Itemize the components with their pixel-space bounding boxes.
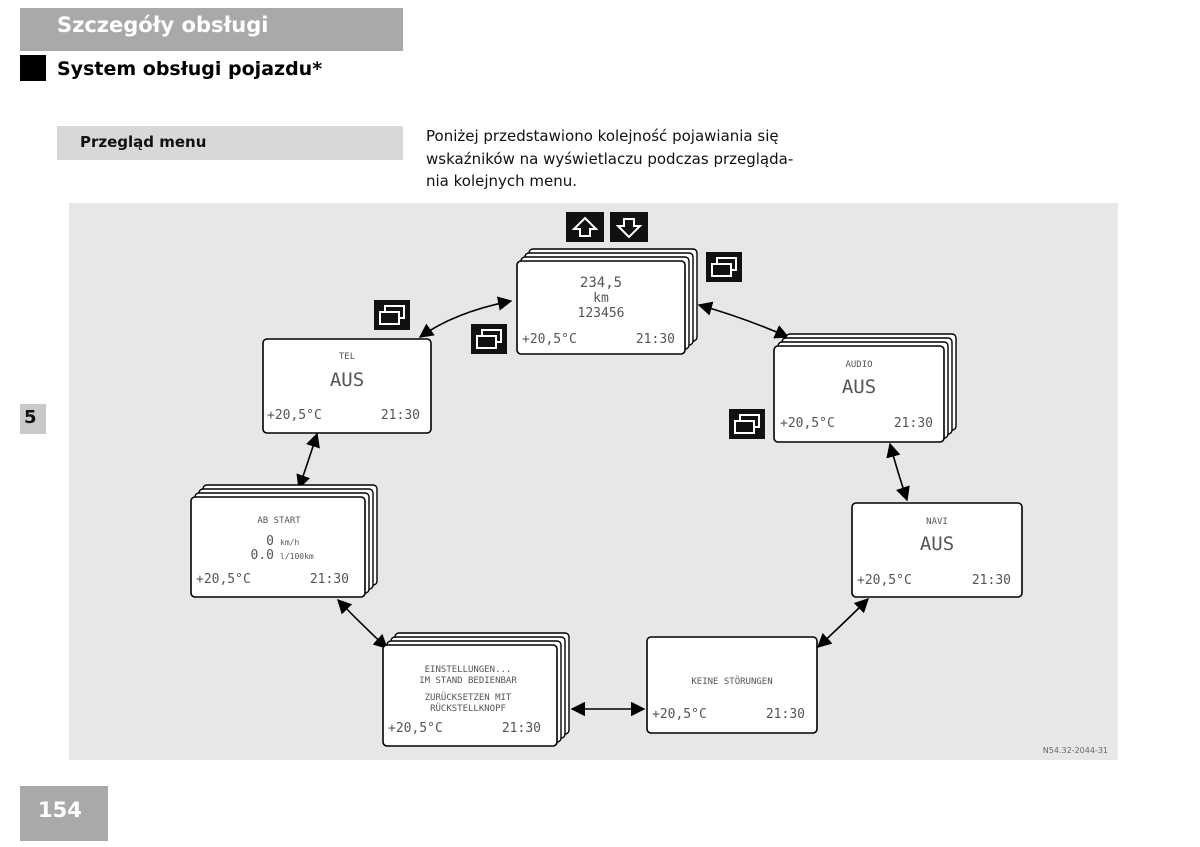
menu-button-icon: [470, 323, 508, 355]
faults-screen: KEINE STÖRUNGEN +20,5°C 21:30: [646, 636, 818, 734]
arrow-settings-abstart: [337, 598, 389, 649]
navi-value: AUS: [920, 533, 954, 555]
abstart-time: 21:30: [310, 572, 349, 587]
abstart-consumption-unit: l/100km: [280, 552, 314, 561]
abstart-consumption-value: 0.0: [251, 548, 274, 563]
arrow-audio-navi: [886, 442, 910, 502]
trip-unit: km: [593, 291, 609, 306]
chapter-tab: [20, 404, 46, 434]
abstart-speed-value: 0: [266, 534, 274, 549]
faults-temp: +20,5°C: [652, 707, 707, 722]
menu-button-icon: [373, 299, 411, 331]
menu-button-icon: [728, 408, 766, 440]
abstart-speed-unit: km/h: [280, 538, 299, 547]
subsection-bar: [57, 126, 403, 160]
intro-paragraph: Poniżej przedstawiono kolejność pojawian…: [426, 125, 794, 193]
heading-marker: [20, 55, 46, 81]
trip-distance: 234,5: [580, 275, 622, 291]
arrow-navi-faults: [816, 597, 870, 648]
menu-button-icon: [705, 251, 743, 283]
intro-line: wskaźników na wyświetlaczu podczas przeg…: [426, 149, 794, 168]
tel-screen: TEL AUS +20,5°C 21:30: [262, 338, 432, 434]
arrow-up-button-icon: [566, 212, 604, 242]
figure-code: N54.32-2044-31: [1043, 746, 1108, 755]
settings-time: 21:30: [502, 721, 541, 736]
arrow-trip-audio: [697, 301, 790, 339]
trip-temp: +20,5°C: [522, 332, 577, 347]
arrow-abstart-tel: [296, 432, 320, 490]
settings-line-1: EINSTELLUNGEN...: [425, 665, 512, 675]
subsection-title: Przegląd menu: [80, 133, 207, 151]
tel-temp: +20,5°C: [267, 408, 322, 423]
main-heading: System obsługi pojazdu*: [57, 58, 323, 80]
settings-line-2: IM STAND BEDIENBAR: [419, 676, 517, 686]
audio-value: AUS: [842, 376, 876, 398]
navi-time: 21:30: [972, 573, 1011, 588]
intro-line: Poniżej przedstawiono kolejność pojawian…: [426, 127, 779, 145]
page-number-box: [20, 786, 108, 841]
abstart-screen-stack: AB START 0 km/h 0.0 l/100km +20,5°C 21:3…: [190, 484, 378, 598]
chapter-number: 5: [24, 407, 37, 428]
settings-line-4: RÜCKSTELLKNOPF: [430, 703, 506, 714]
section-header-bar: [20, 8, 403, 51]
audio-screen-stack: AUDIO AUS +20,5°C 21:30: [773, 333, 957, 443]
abstart-label: AB START: [257, 516, 301, 526]
page-number: 154: [38, 798, 82, 822]
tel-value: AUS: [330, 369, 364, 391]
arrow-down-button-icon: [610, 212, 648, 242]
audio-time: 21:30: [894, 416, 933, 431]
audio-temp: +20,5°C: [780, 416, 835, 431]
faults-message: KEINE STÖRUNGEN: [691, 676, 772, 687]
intro-line: nia kolejnych menu.: [426, 172, 578, 190]
navi-screen: NAVI AUS +20,5°C 21:30: [851, 502, 1023, 598]
settings-screen-stack: EINSTELLUNGEN... IM STAND BEDIENBAR ZURÜ…: [382, 632, 570, 747]
audio-label: AUDIO: [845, 360, 872, 370]
settings-line-3: ZURÜCKSETZEN MIT: [425, 692, 512, 703]
tel-time: 21:30: [381, 408, 420, 423]
trip-screen-stack: 234,5 km 123456 +20,5°C 21:30: [516, 248, 698, 355]
faults-time: 21:30: [766, 707, 805, 722]
arrow-tel-trip: [418, 296, 513, 338]
navi-temp: +20,5°C: [857, 573, 912, 588]
navi-label: NAVI: [926, 517, 948, 527]
settings-temp: +20,5°C: [388, 721, 443, 736]
tel-label: TEL: [339, 352, 355, 362]
trip-time: 21:30: [636, 332, 675, 347]
abstart-temp: +20,5°C: [196, 572, 251, 587]
trip-odometer: 123456: [578, 306, 625, 321]
section-title: Szczegóły obsługi: [57, 13, 269, 37]
